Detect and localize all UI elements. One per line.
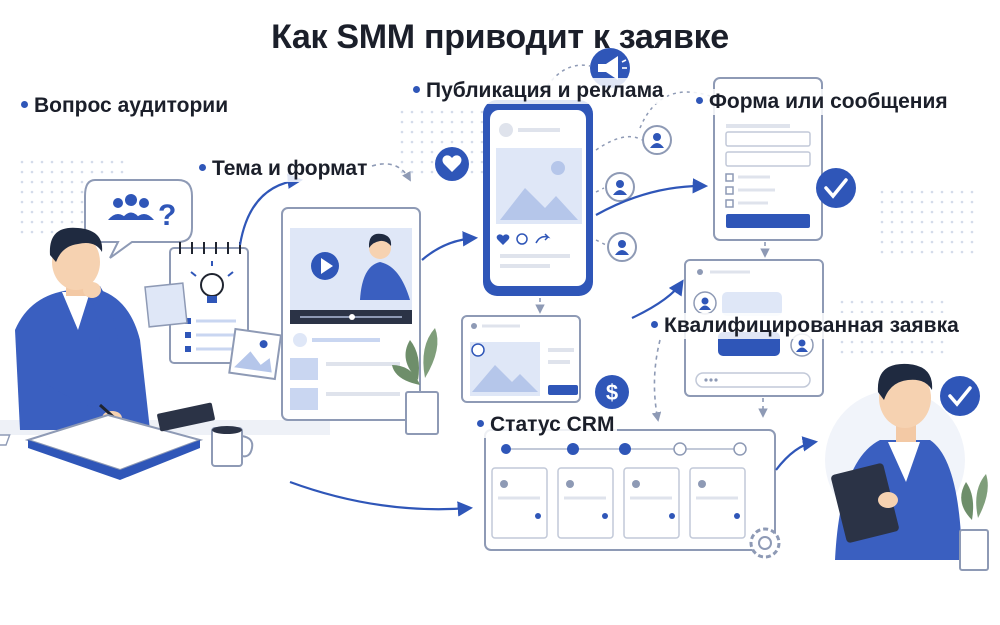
comment-icon (516, 233, 528, 245)
share-icon (535, 233, 551, 244)
content-card (281, 207, 421, 421)
flow-arrow (775, 436, 819, 471)
flow-arrow (289, 480, 474, 517)
form-card (713, 77, 823, 241)
step-label-form-messages: Форма или сообщения (693, 89, 951, 115)
check-badge (816, 168, 856, 208)
notebook (0, 413, 204, 480)
flow-arrow (595, 178, 709, 216)
phone-post (483, 100, 593, 296)
megaphone-icon (598, 56, 618, 80)
speech-bubble: ? (84, 179, 193, 259)
sales-person (825, 363, 989, 571)
check-icon (948, 386, 972, 407)
thinking-person: ? (0, 179, 330, 480)
flow-arrow (421, 231, 479, 261)
audience-users (605, 125, 672, 262)
landing-card (461, 315, 581, 403)
dollar-icon: $ (606, 380, 618, 405)
dot-field (880, 190, 980, 260)
heart-icon (496, 234, 510, 245)
coffee-mug (211, 426, 254, 467)
step-label-audience-question: Вопрос аудитории (18, 93, 232, 119)
photo-card (228, 327, 283, 381)
dashed-arrow (651, 339, 662, 422)
dashed-arrow (371, 163, 411, 182)
question-mark-icon: ? (158, 199, 176, 232)
crm-board (484, 429, 776, 551)
closed-tablet (157, 402, 215, 432)
idea-calendar (169, 242, 249, 364)
plant (959, 474, 989, 571)
gear-icon (749, 527, 781, 559)
step-label-qualified-lead: Квалифицированная заявка (648, 313, 962, 339)
plant (392, 328, 439, 435)
step-label-crm-status: Статус CRM (474, 412, 618, 438)
step-label-topic-format: Тема и формат (196, 156, 371, 182)
check-icon (824, 178, 848, 199)
step-label-publication-ads: Публикация и реклама (410, 78, 667, 104)
page-title: Как SMM приводит к заявке (271, 18, 729, 56)
dollar-badge: $ (595, 375, 629, 409)
flow-arrow (631, 279, 684, 319)
sticky-note (144, 282, 188, 328)
tablet (831, 463, 899, 543)
lightbulb-icon (190, 261, 234, 303)
people-group-icon (108, 194, 154, 220)
heart-icon (442, 155, 462, 172)
check-badge (940, 376, 980, 416)
